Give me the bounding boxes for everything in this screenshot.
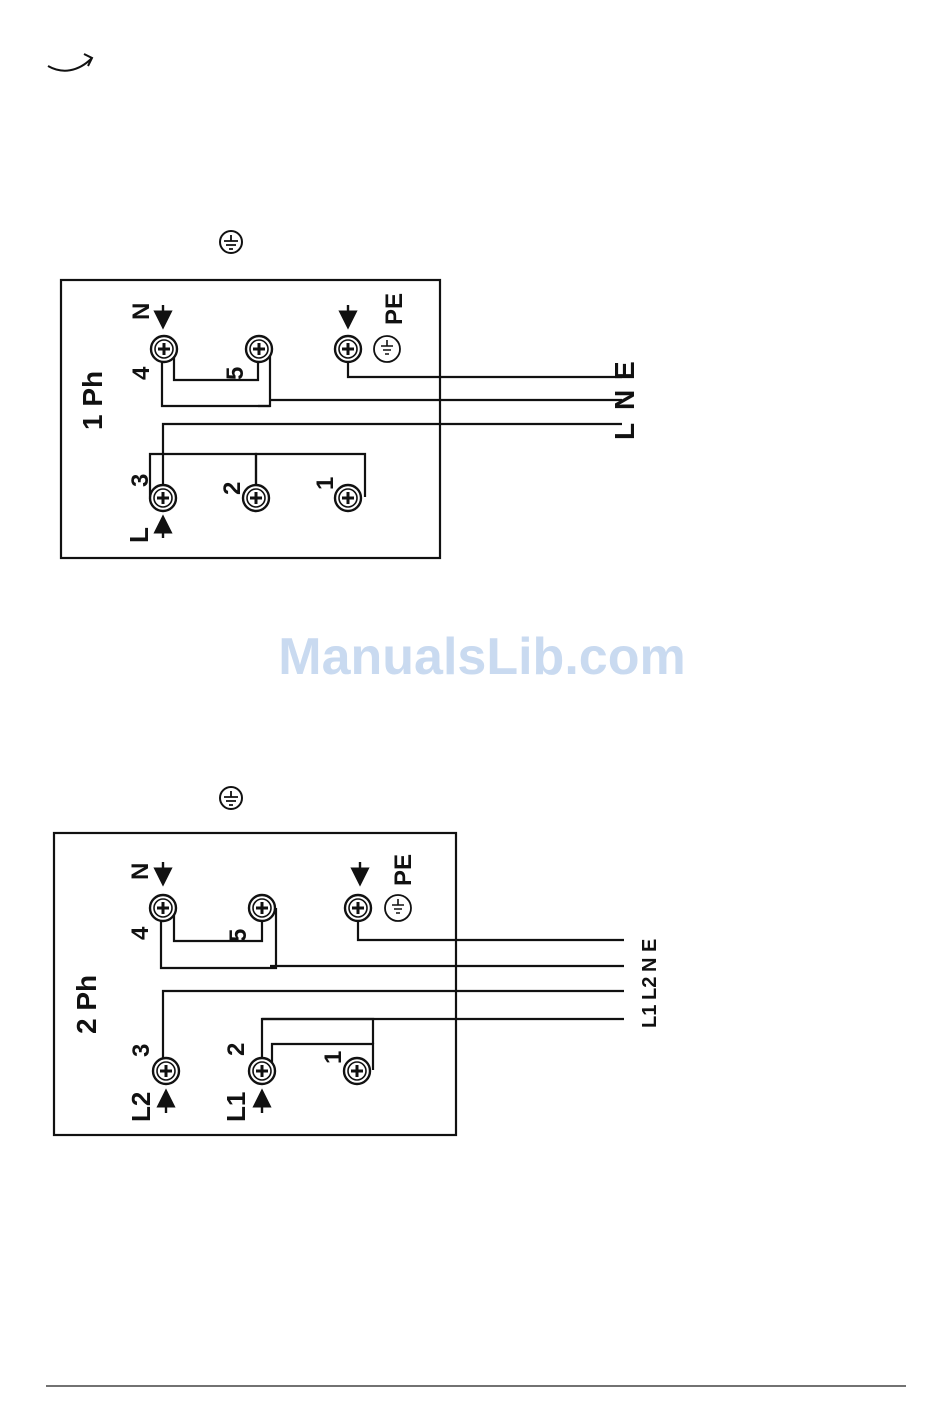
l-label: L (124, 527, 154, 543)
wire-label-e: E (639, 939, 661, 952)
diagram-1ph: N PE 4 5 3 2 1 L 1 Ph E N L (61, 231, 640, 558)
l2-label: L2 (126, 1092, 156, 1122)
pe-label: PE (381, 293, 408, 325)
terminal-4-label: 4 (127, 926, 154, 940)
diagram-2ph: N PE 4 5 3 2 1 L2 L1 2 Ph E N L2 L1 (54, 787, 661, 1135)
pe-label: PE (390, 854, 417, 886)
n-label: N (128, 303, 155, 320)
watermark: ManualsLib.com (278, 628, 685, 686)
terminal-5-screw-icon (249, 895, 275, 921)
wire-label-e: E (609, 361, 640, 380)
pe-ground-icon (374, 336, 400, 362)
wire-label-l2: L2 (639, 977, 661, 1000)
terminal-2-label: 2 (219, 482, 246, 495)
terminal-3-screw-icon (150, 485, 176, 511)
wire-label-n: N (609, 390, 640, 410)
terminal-3-label: 3 (128, 1044, 155, 1057)
terminal-5-label: 5 (222, 367, 249, 380)
terminal-4-screw-icon (150, 895, 176, 921)
terminal-pe-screw-icon (335, 336, 361, 362)
phase-label-1ph: 1 Ph (77, 371, 108, 430)
terminal-5-screw-icon (246, 336, 272, 362)
l1-label: L1 (221, 1092, 251, 1122)
terminal-1-screw-icon (344, 1058, 370, 1084)
pe-ground-icon (385, 895, 411, 921)
terminal-3-screw-icon (153, 1058, 179, 1084)
terminal-3-label: 3 (127, 474, 154, 487)
earth-icon (220, 787, 242, 809)
terminal-4-screw-icon (151, 336, 177, 362)
terminal-pe-screw-icon (345, 895, 371, 921)
terminal-2-screw-icon (249, 1058, 275, 1084)
terminal-4-label: 4 (128, 366, 155, 380)
wire-label-l: L (609, 423, 640, 440)
terminal-2-screw-icon (243, 485, 269, 511)
phase-label-2ph: 2 Ph (71, 975, 102, 1034)
wire-label-l1: L1 (639, 1005, 661, 1028)
earth-icon (220, 231, 242, 253)
n-label: N (127, 863, 154, 880)
page-arrow-icon (48, 54, 92, 71)
terminal-1-label: 1 (320, 1051, 347, 1064)
terminal-2-label: 2 (223, 1043, 250, 1056)
wire-label-n: N (639, 958, 661, 972)
terminal-5-label: 5 (225, 929, 252, 942)
terminal-1-label: 1 (312, 477, 339, 490)
